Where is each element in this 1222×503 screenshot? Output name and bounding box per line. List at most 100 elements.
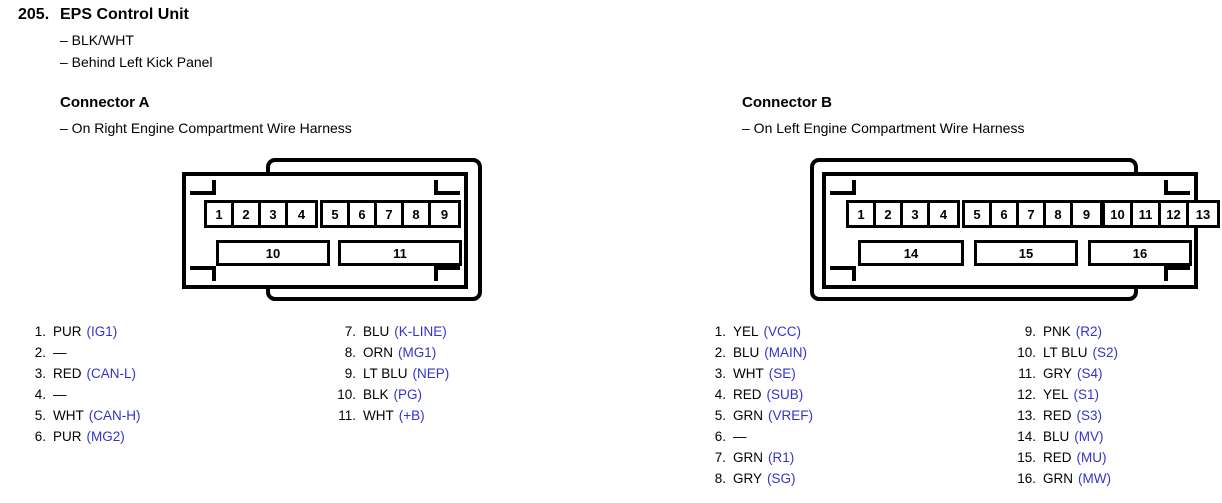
connector-b-heading: Connector B (742, 94, 832, 111)
pin-legend-index: 4. (714, 387, 726, 402)
pin-box-8: 8 (404, 203, 431, 225)
pin-legend-wire-color: YEL (1043, 387, 1069, 402)
pin-legend-row: 6.— (700, 426, 890, 447)
connector-a-body (182, 172, 468, 289)
corner-notch-bottom-right (434, 266, 460, 281)
pin-legend-index: 10. (337, 387, 356, 402)
pin-legend-index: 6. (34, 429, 46, 444)
connector-a-large-pin-11: 11 (338, 240, 462, 266)
pin-legend-index: 12. (1017, 387, 1036, 402)
connector-b-large-pin-16: 16 (1088, 240, 1192, 266)
pin-legend-wire-color: WHT (733, 366, 764, 381)
pin-box-1: 1 (849, 203, 876, 225)
pin-legend-signal-name: (S4) (1077, 366, 1103, 381)
pin-legend-wire-color: PUR (53, 324, 82, 339)
corner-notch-top-left (830, 180, 856, 195)
pin-legend-wire-color: PNK (1043, 324, 1071, 339)
pin-legend-index: 5. (714, 408, 726, 423)
connector-a-heading: Connector A (60, 94, 150, 111)
pin-legend-index: 4. (34, 387, 46, 402)
pin-legend-signal-name: (SUB) (766, 387, 804, 402)
pin-legend-signal-name: (SG) (767, 471, 796, 486)
pin-legend-row: 2. — (20, 342, 200, 363)
corner-notch-bottom-left (830, 266, 856, 281)
pin-box-13: 13 (1189, 203, 1217, 225)
pin-legend-signal-name: (MU) (1076, 450, 1107, 465)
page-title: 205. EPS Control Unit (18, 6, 189, 24)
pin-legend-signal-name: (S3) (1076, 408, 1103, 423)
pin-box-2: 2 (234, 203, 261, 225)
pin-legend-row: 1.YEL(VCC) (700, 321, 890, 342)
pin-legend-signal-name: (NEP) (412, 366, 450, 381)
pin-legend-index: 6. (714, 429, 726, 444)
pin-legend-index: 1. (34, 324, 46, 339)
pin-legend-signal-name: (+B) (398, 408, 425, 423)
pin-legend-index: 11. (1018, 366, 1036, 381)
pin-legend-index: 3. (34, 366, 46, 381)
pin-legend-row: 7. GRN (R1) (700, 447, 890, 468)
pin-legend-index: 16. (1017, 471, 1036, 486)
pin-box-5: 5 (965, 203, 992, 225)
pin-legend-wire-color: RED (1043, 450, 1072, 465)
pin-legend-wire-color: RED (733, 387, 762, 402)
pin-legend-signal-name: (CAN-L) (86, 366, 137, 381)
pin-legend-signal-name: (S1) (1073, 387, 1100, 402)
connector-a-pin-list-column-2: 7.BLU(K-LINE)8.ORN(MG1)9.LT BLU(NEP)10.B… (330, 321, 510, 426)
pin-legend-row: 5.GRN(VREF) (700, 405, 890, 426)
pin-legend-row: 9.LT BLU(NEP) (330, 363, 510, 384)
connector-b-pin-list-column-1: 1.YEL(VCC)2.BLU(MAIN)3.WHT(SE)4.RED(SUB)… (700, 321, 890, 489)
pin-legend-row: 16.GRN(MW) (1010, 468, 1200, 489)
pin-box-4: 4 (930, 203, 957, 225)
pin-legend-wire-color: GRN (733, 450, 763, 465)
pin-legend-wire-color: — (53, 387, 67, 402)
pin-legend-wire-color: — (53, 345, 67, 360)
pin-legend-wire-color: GRY (1043, 366, 1073, 381)
pin-legend-signal-name: (MG1) (398, 345, 437, 360)
pin-legend-row: 3.RED(CAN-L) (20, 363, 200, 384)
pin-legend-signal-name: (R2) (1075, 324, 1103, 339)
pin-box-11: 11 (1133, 203, 1161, 225)
corner-notch-bottom-right (1164, 266, 1190, 281)
pin-legend-index: 7. (714, 450, 726, 465)
pin-legend-index: 2. (34, 345, 46, 360)
pin-legend-signal-name: (SE) (768, 366, 796, 381)
pin-legend-wire-color: GRN (733, 408, 763, 423)
connector-a-large-pin-10: 10 (216, 240, 330, 266)
pin-legend-signal-name: (R1) (768, 450, 795, 465)
pin-legend-wire-color: ORN (363, 345, 393, 360)
pin-legend-wire-color: PUR (53, 429, 82, 444)
pin-legend-row: 8.ORN(MG1) (330, 342, 510, 363)
pin-legend-row: 1.PUR(IG1) (20, 321, 200, 342)
pin-box-2: 2 (876, 203, 903, 225)
pin-legend-index: 9. (1024, 324, 1036, 339)
pin-legend-wire-color: BLU (733, 345, 760, 360)
pin-legend-index: 10. (1017, 345, 1036, 360)
pin-box-9: 9 (431, 203, 458, 225)
pin-legend-signal-name: (MV) (1074, 429, 1104, 444)
pin-box-7: 7 (1019, 203, 1046, 225)
pin-box-12: 12 (1161, 203, 1189, 225)
pin-box-1: 1 (207, 203, 234, 225)
pin-legend-row: 10.LT BLU(S2) (1010, 342, 1200, 363)
pin-box-3: 3 (903, 203, 930, 225)
section-title: EPS Control Unit (60, 6, 189, 23)
pin-legend-row: 2.BLU(MAIN) (700, 342, 890, 363)
pin-legend-wire-color: RED (1043, 408, 1072, 423)
pin-legend-index: 7. (344, 324, 356, 339)
connector-b-large-pin-15: 15 (974, 240, 1078, 266)
corner-notch-top-right (1164, 180, 1190, 195)
pin-legend-wire-color: LT BLU (363, 366, 408, 381)
pin-legend-row: 10.BLK(PG) (330, 384, 510, 405)
header-note-location: – Behind Left Kick Panel (60, 54, 213, 70)
pin-box-10: 10 (1105, 203, 1133, 225)
corner-notch-top-right (434, 180, 460, 195)
pin-box-6: 6 (350, 203, 377, 225)
pin-box-5: 5 (323, 203, 350, 225)
pin-legend-signal-name: (CAN-H) (88, 408, 141, 423)
pin-legend-row: 14.BLU(MV) (1010, 426, 1200, 447)
pin-box-9: 9 (1073, 203, 1100, 225)
